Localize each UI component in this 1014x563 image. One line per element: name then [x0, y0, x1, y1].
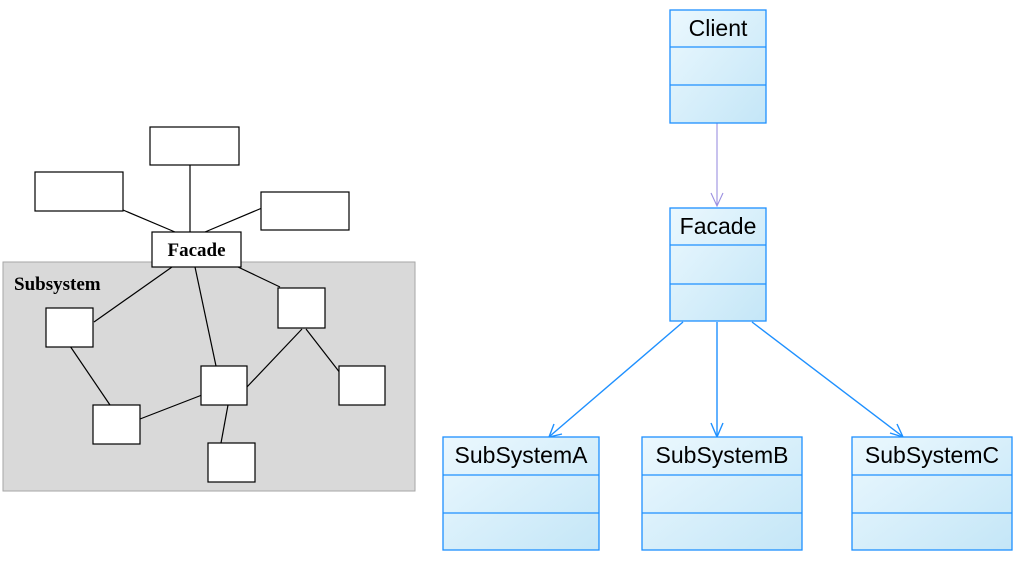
connector-box2-box3 [305, 328, 345, 379]
class-subsystem-c-name: SubSystemC [865, 442, 999, 468]
class-subsystem-c[interactable]: SubSystemC [851, 436, 1013, 551]
facade-box-label: Facade [167, 240, 225, 261]
subsystem-box-5 [207, 442, 256, 483]
arrow-to-subsystem-a [547, 321, 684, 438]
class-facade-name: Facade [680, 213, 757, 239]
subsystem-box-3 [338, 365, 386, 406]
subsystem-label: Subsystem [14, 274, 101, 295]
connector-facade-center [194, 266, 217, 367]
arrow-to-subsystem-c [751, 321, 905, 439]
dependency-arrow [710, 123, 724, 208]
client-box-left [34, 171, 124, 212]
connector-facade-box1 [93, 266, 173, 323]
connector-center-box2 [245, 328, 303, 389]
left-connectors [69, 165, 345, 444]
class-client-name: Client [689, 15, 748, 41]
facade-box [151, 231, 242, 268]
subsystem-box-center [200, 365, 248, 406]
class-client[interactable]: Client [669, 9, 767, 124]
subsystem-box-2 [277, 287, 326, 329]
arrow-to-subsystem-b [710, 322, 724, 439]
right-diagram: Client Facade SubSystemA SubSystemB [442, 9, 1013, 551]
subsystem-box-4 [92, 404, 141, 445]
left-diagram: Subsystem Facade [2, 126, 416, 492]
connector-box1-box4 [69, 345, 111, 406]
class-subsystem-b[interactable]: SubSystemB [641, 436, 803, 551]
association-arrows [547, 321, 905, 439]
connector-center-box5 [220, 404, 229, 444]
client-box-right [260, 191, 350, 231]
class-subsystem-a[interactable]: SubSystemA [442, 436, 600, 551]
class-subsystem-b-name: SubSystemB [656, 442, 789, 468]
subsystem-box-1 [45, 307, 94, 348]
client-box-top [149, 126, 240, 166]
class-subsystem-a-name: SubSystemA [455, 442, 589, 468]
class-facade[interactable]: Facade [669, 207, 767, 322]
connector-client-left [122, 209, 176, 233]
connector-client-right [204, 207, 263, 233]
connector-box4-center [139, 394, 203, 420]
connector-facade-box2 [237, 266, 281, 288]
